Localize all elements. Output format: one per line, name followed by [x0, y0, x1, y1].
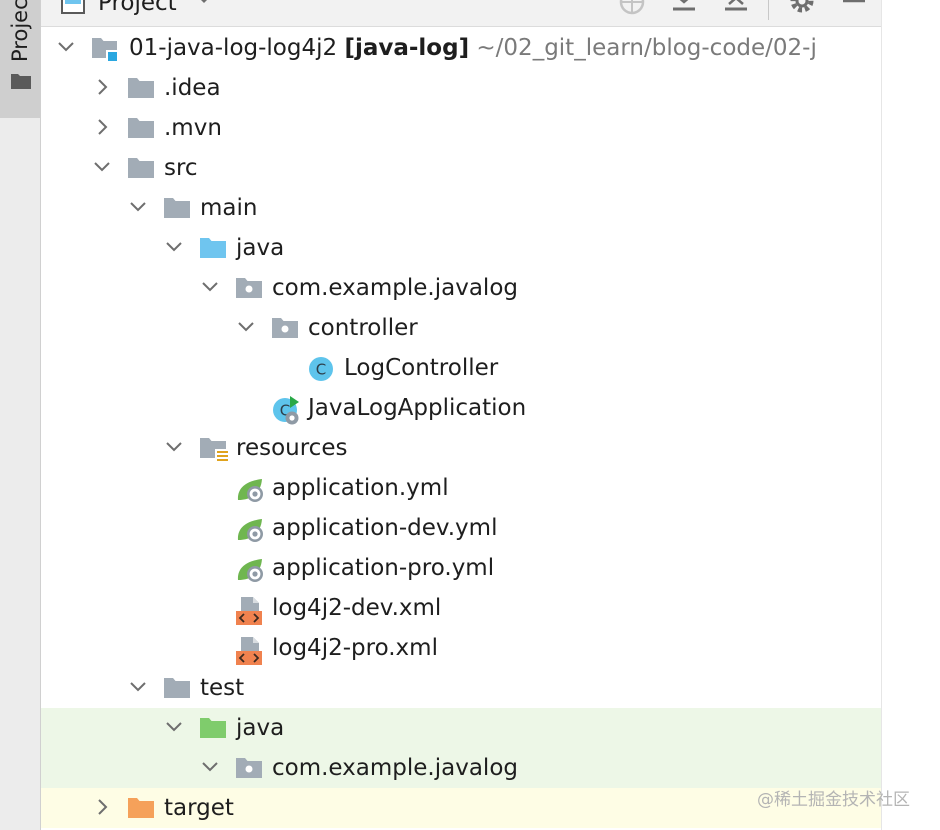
tree-node-label: LogController: [344, 355, 499, 381]
project-view-icon: [61, 0, 85, 14]
resources-root-folder-icon: [200, 438, 230, 464]
chevron-down-icon[interactable]: [129, 198, 147, 216]
tree-node-log4j2-pro-xml[interactable]: log4j2-pro.xml: [41, 628, 881, 668]
xml-file-icon: [236, 597, 262, 625]
folder-icon: [128, 78, 154, 98]
tree-node-main[interactable]: main: [41, 188, 881, 228]
tree-node-label: resources: [236, 435, 348, 461]
tree-node-label: java: [236, 715, 285, 741]
chevron-right-icon[interactable]: [93, 118, 111, 136]
spring-config-icon: [237, 479, 263, 502]
tree-node-resources[interactable]: resources: [41, 428, 881, 468]
view-mode-dropdown[interactable]: Project: [98, 0, 177, 16]
folder-icon: [164, 678, 190, 698]
tree-node-idea[interactable]: .idea: [41, 68, 881, 108]
tree-node-test-java[interactable]: java: [41, 708, 881, 748]
chevron-down-icon[interactable]: [237, 318, 255, 336]
hide-panel-icon[interactable]: [839, 0, 869, 16]
tree-node-label: src: [164, 155, 198, 181]
tree-node-project-root[interactable]: 01-java-log-log4j2 [java-log] ~/02_git_l…: [41, 28, 881, 68]
expand-all-icon[interactable]: [669, 0, 699, 16]
chevron-right-icon[interactable]: [93, 78, 111, 96]
tree-node-label: log4j2-dev.xml: [272, 595, 442, 621]
watermark: @稀土掘金技术社区: [757, 790, 910, 810]
tree-node-label: com.example.javalog: [272, 755, 518, 781]
tool-window-strip: Project: [0, 0, 41, 830]
folder-icon: [128, 118, 154, 138]
project-name: 01-java-log-log4j2: [129, 35, 338, 61]
tree-node-java-log-application[interactable]: C JavaLogApplication: [41, 388, 881, 428]
module-folder-icon: [92, 38, 118, 62]
tree-node-application-dev-yml[interactable]: application-dev.yml: [41, 508, 881, 548]
module-name: [java-log]: [344, 35, 470, 61]
chevron-down-icon[interactable]: [57, 38, 75, 56]
tree-node-label: target: [164, 795, 234, 821]
svg-text:C: C: [316, 361, 326, 379]
svg-text:C: C: [280, 402, 290, 420]
tree-node-test[interactable]: test: [41, 668, 881, 708]
chevron-down-icon[interactable]: [93, 158, 111, 176]
excluded-folder-icon: [128, 798, 154, 818]
tree-node-target[interactable]: target: [41, 788, 881, 828]
folder-icon: [164, 198, 190, 218]
tree-node-main-java[interactable]: java: [41, 228, 881, 268]
chevron-down-icon[interactable]: [201, 758, 219, 776]
collapse-all-icon[interactable]: [721, 0, 751, 16]
gear-icon[interactable]: [787, 0, 817, 16]
tree-node-label: com.example.javalog: [272, 275, 518, 301]
tree-node-log-controller[interactable]: C LogController: [41, 348, 881, 388]
tree-node-label: java: [236, 235, 285, 261]
tree-node-log4j2-dev-xml[interactable]: log4j2-dev.xml: [41, 588, 881, 628]
tree-node-label: application.yml: [272, 475, 449, 501]
project-tool-tab-label: Project: [8, 0, 32, 62]
tree-node-application-pro-yml[interactable]: application-pro.yml: [41, 548, 881, 588]
project-tool-tab[interactable]: Project: [0, 0, 40, 118]
chevron-down-icon[interactable]: [165, 718, 183, 736]
chevron-down-icon[interactable]: [165, 438, 183, 456]
tree-node-label: application-dev.yml: [272, 515, 498, 541]
tree-node-controller[interactable]: controller: [41, 308, 881, 348]
folder-icon: [11, 74, 31, 89]
source-root-folder-icon: [200, 238, 226, 258]
package-icon: [272, 318, 298, 338]
tree-node-label: controller: [308, 315, 418, 341]
folder-icon: [128, 158, 154, 178]
tree-node-package[interactable]: com.example.javalog: [41, 268, 881, 308]
spring-config-icon: [237, 519, 263, 542]
tree-node-label: .mvn: [164, 115, 222, 141]
xml-file-icon: [236, 637, 262, 665]
package-icon: [236, 758, 262, 778]
tree-node-test-package[interactable]: com.example.javalog: [41, 748, 881, 788]
chevron-right-icon[interactable]: [93, 798, 111, 816]
tree-node-mvn[interactable]: .mvn: [41, 108, 881, 148]
tree-node-label: log4j2-pro.xml: [272, 635, 438, 661]
project-view-header: Project: [41, 0, 881, 27]
test-root-folder-icon: [200, 718, 226, 738]
locate-file-icon[interactable]: [617, 0, 647, 16]
tree-node-label: test: [200, 675, 245, 701]
package-icon: [236, 278, 262, 298]
tree-node-label: main: [200, 195, 258, 221]
spring-boot-application-icon: C: [273, 396, 299, 425]
tree-node-src[interactable]: src: [41, 148, 881, 188]
tree-node-application-yml[interactable]: application.yml: [41, 468, 881, 508]
chevron-down-icon[interactable]: [129, 678, 147, 696]
chevron-down-icon[interactable]: [195, 0, 213, 6]
tree-node-label: .idea: [164, 75, 221, 101]
project-tree: 01-java-log-log4j2 [java-log] ~/02_git_l…: [41, 28, 881, 830]
spring-config-icon: [237, 559, 263, 582]
chevron-down-icon[interactable]: [201, 278, 219, 296]
chevron-down-icon[interactable]: [165, 238, 183, 256]
tree-node-label: JavaLogApplication: [308, 395, 527, 421]
tree-node-label: application-pro.yml: [272, 555, 495, 581]
editor-gutter: [881, 0, 940, 830]
java-class-icon: C: [309, 357, 333, 381]
project-path: ~/02_git_learn/blog-code/02-j: [476, 35, 817, 61]
toolbar-separator: [768, 0, 769, 20]
